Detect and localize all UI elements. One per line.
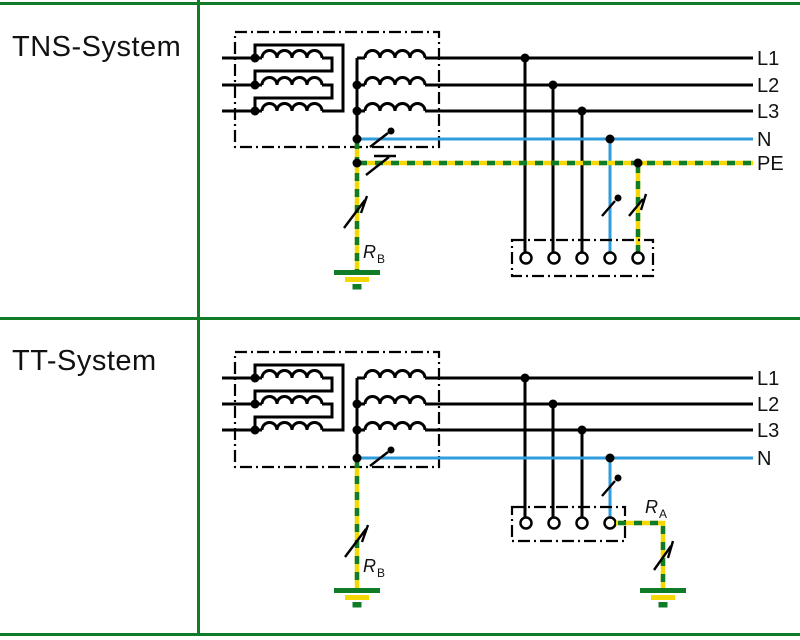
rb-resistor-subscript: B: [377, 252, 385, 266]
consumer-earth-conductor: [616, 520, 666, 590]
middle-divider: [0, 317, 800, 320]
consumer-earth-electrode: [640, 588, 686, 608]
consumer-taps: [520, 373, 587, 517]
rb-resistor-label: R: [363, 556, 376, 576]
secondary-star-winding: [352, 49, 427, 139]
tns-line-labels: L1 L2 L3 N PE: [757, 48, 784, 175]
pe-label: PE: [757, 153, 784, 175]
l1-label: L1: [757, 48, 779, 70]
neutral-consumer-switch: [601, 194, 622, 217]
n-label: N: [757, 448, 771, 470]
pe-source-link: [365, 154, 396, 176]
tt-panel-title: TT-System: [12, 345, 157, 377]
primary-delta-winding: [222, 363, 345, 435]
source-earth-conductor: [352, 453, 362, 590]
primary-delta-winding: [222, 43, 345, 116]
l2-label: L2: [757, 75, 779, 97]
l3-label: L3: [757, 420, 779, 442]
consumer-box: [510, 238, 655, 278]
secondary-star-winding: [352, 369, 427, 458]
bottom-border: [0, 633, 800, 636]
label-column-divider: [197, 0, 200, 636]
neutral-line: [357, 134, 753, 252]
rb-resistor-subscript: B: [377, 566, 385, 580]
consumer-box: [510, 505, 627, 543]
l2-label: L2: [757, 394, 779, 416]
l3-label: L3: [757, 101, 779, 123]
tns-panel-title: TNS-System: [12, 31, 182, 63]
neutral-consumer-switch: [601, 474, 622, 497]
consumer-taps: [520, 53, 587, 252]
ra-resistor-label: R: [645, 497, 658, 517]
rb-resistor-label: R: [363, 242, 376, 262]
l1-label: L1: [757, 368, 779, 390]
ra-resistor-subscript: A: [659, 507, 667, 521]
source-earth-electrode: [334, 588, 380, 608]
pe-line: [352, 134, 753, 272]
transformer-box: [233, 350, 441, 469]
neutral-source-switch: [369, 127, 395, 148]
neutral-line: [357, 453, 753, 517]
top-border: [0, 2, 800, 5]
n-label: N: [757, 129, 771, 151]
phase-lines: [425, 376, 753, 432]
earth-conductor-link: [344, 524, 370, 558]
pe-consumer-link: [628, 193, 648, 217]
source-earth-electrode: [334, 270, 380, 290]
transformer-box: [233, 30, 441, 149]
consumer-earth-link: [653, 540, 675, 571]
earth-conductor-link: [343, 195, 369, 229]
phase-lines: [425, 56, 753, 113]
tt-line-labels: L1 L2 L3 N: [757, 368, 779, 470]
tns-diagram: R B L1 L2 L3 N PE: [222, 30, 784, 290]
tt-diagram: R B R A L1 L2 L3 N: [222, 350, 779, 608]
neutral-source-switch: [369, 446, 395, 467]
